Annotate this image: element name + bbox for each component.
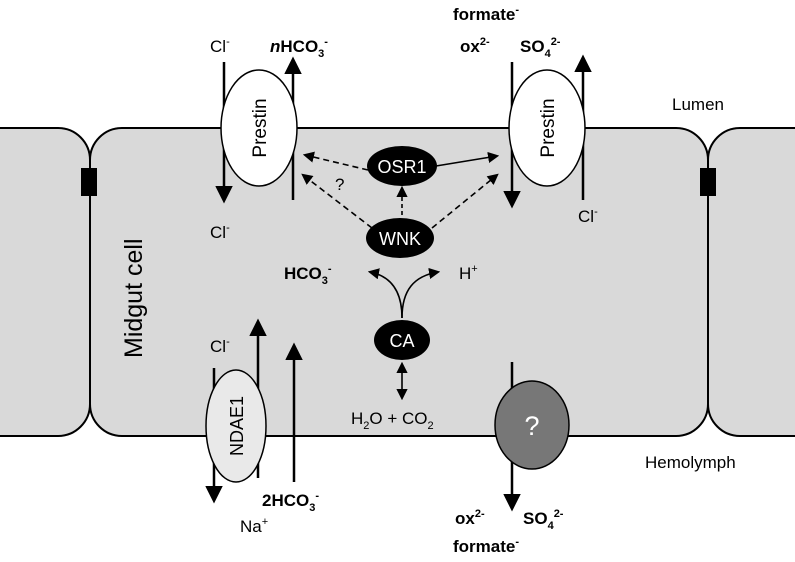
osr1-label: OSR1 — [377, 157, 426, 177]
prestin-right-formate: formate- — [453, 4, 519, 24]
question-mark-label: ? — [335, 175, 344, 194]
wnk-to-prestin-right-arrow — [431, 173, 499, 229]
right-tight-junction — [700, 168, 716, 196]
ca-enzyme — [374, 320, 430, 360]
wnk-label: WNK — [379, 229, 421, 249]
prestin-right — [508, 69, 586, 187]
ndae1-bottom-na: Na+ — [240, 516, 268, 536]
right-neighbor-cell — [707, 127, 795, 437]
osr1-to-prestin-right-arrow — [435, 151, 500, 167]
wnk-to-prestin-left-arrow — [301, 173, 373, 229]
midgut-cell-label: Midgut cell — [120, 239, 148, 359]
prestin-left-bottom-cl: Cl- — [210, 222, 230, 242]
hco3-label: HCO3- — [284, 263, 332, 287]
unknown-transporter — [494, 380, 570, 470]
prestin-left-top-cl: Cl- — [210, 36, 230, 56]
ndae1-label: NDAE1 — [227, 396, 247, 456]
water-co2-label: H2O + CO2 — [351, 409, 434, 432]
unknown-ox: ox2- — [455, 508, 485, 528]
lumen-label: Lumen — [672, 95, 724, 114]
prestin-left-label: Prestin — [250, 98, 271, 157]
unknown-so4: SO42- — [523, 508, 564, 532]
ca-label: CA — [389, 331, 414, 351]
osr1-to-prestin-left-arrow — [302, 151, 369, 171]
prestin-right-so4: SO42- — [520, 36, 561, 60]
left-neighbor-cell — [0, 127, 91, 437]
osr1-enzyme — [367, 146, 437, 186]
h-plus-label: H+ — [459, 263, 478, 283]
prestin-right-bottom-cl: Cl- — [578, 206, 598, 226]
prestin-right-label: Prestin — [538, 98, 559, 157]
ndae1-top-cl: Cl- — [210, 336, 230, 356]
prestin-right-ox: ox2- — [460, 36, 490, 56]
wnk-enzyme — [366, 218, 434, 258]
ndae1-transporter — [205, 369, 267, 483]
unknown-formate: formate- — [453, 536, 519, 556]
ca-to-h-arrow — [401, 267, 441, 319]
prestin-left-top-hco3: nHCO3- — [270, 36, 328, 60]
prestin-left — [220, 69, 298, 187]
hemolymph-label: Hemolymph — [645, 453, 736, 472]
ndae1-bottom-2hco3: 2HCO3- — [262, 490, 319, 514]
unknown-transporter-label: ? — [524, 411, 539, 441]
left-tight-junction — [81, 168, 97, 196]
